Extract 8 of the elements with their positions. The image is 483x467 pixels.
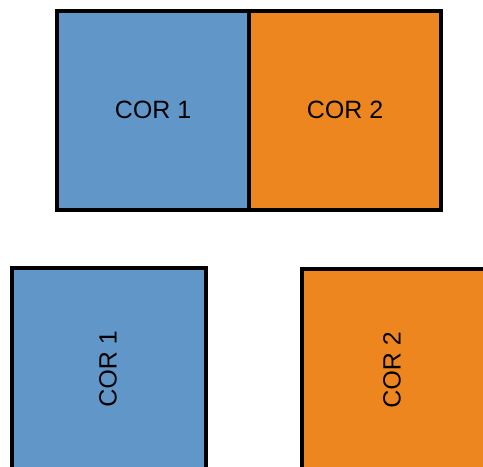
box-label: COR 1 <box>114 96 192 125</box>
box-label: COR 1 <box>94 330 124 407</box>
colored-box <box>300 267 483 467</box>
colored-box <box>10 266 208 467</box>
colored-box <box>251 9 443 212</box>
box-label: COR 2 <box>306 96 384 125</box>
colored-box <box>55 9 251 212</box>
box-label: COR 2 <box>379 330 408 408</box>
